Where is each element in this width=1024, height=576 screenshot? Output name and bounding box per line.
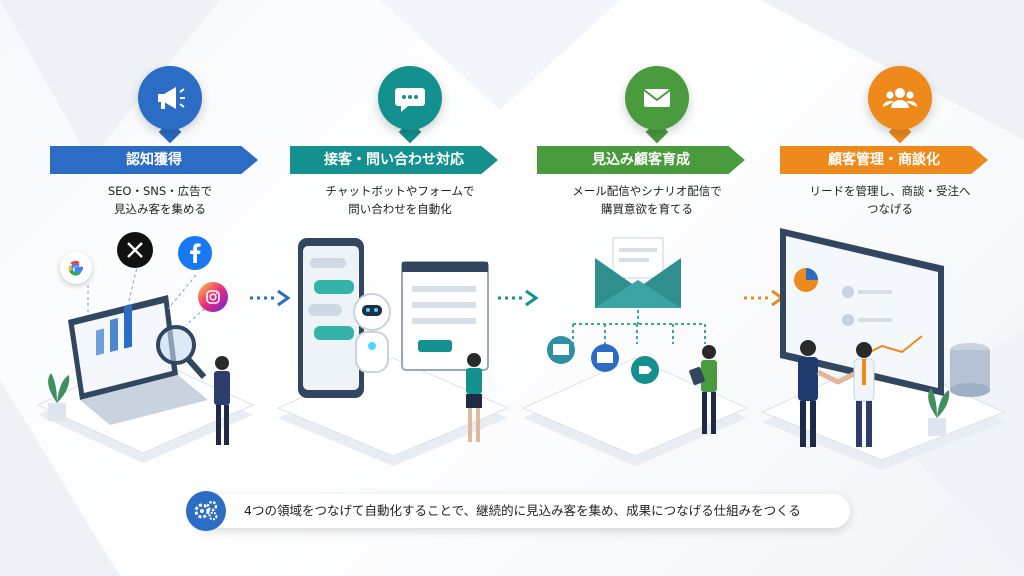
people-icon <box>868 66 932 130</box>
stage-title: 接客・問い合わせ対応 <box>290 146 498 174</box>
google-icon <box>60 252 92 284</box>
chat-bubble-icon <box>378 66 442 130</box>
stage-title: 見込み顧客育成 <box>537 146 745 174</box>
x-icon <box>117 232 153 268</box>
stage-title: 認知獲得 <box>50 146 258 174</box>
stage-title: 顧客管理・商談化 <box>780 146 988 174</box>
stage-customer-management: 顧客管理・商談化 リードを管理し、商談・受注へ つなげる <box>780 0 1020 480</box>
instagram-icon <box>198 282 228 312</box>
summary-text: 4つの領域をつなげて自動化することで、継続的に見込み客を集め、成果につなげる仕組… <box>244 503 801 518</box>
stage-description: メール配信やシナリオ配信で 購買意欲を育てる <box>572 184 722 216</box>
envelope-icon <box>625 66 689 130</box>
stage-description: チャットボットやフォームで 問い合わせを自動化 <box>325 184 475 216</box>
flow-arrow-2 <box>498 289 539 307</box>
crm-illustration <box>760 228 1006 470</box>
chatbot-illustration <box>276 238 510 466</box>
summary-banner: 4つの領域をつなげて自動化することで、継続的に見込み客を集め、成果につなげる仕組… <box>186 491 850 531</box>
email-nurturing-illustration <box>521 237 749 466</box>
awareness-illustration <box>36 262 255 463</box>
flow-arrow-1 <box>250 289 291 307</box>
gears-icon <box>186 491 226 531</box>
stage-lead-nurturing: 見込み顧客育成 メール配信やシナリオ配信で 購買意欲を育てる <box>537 0 777 480</box>
facebook-icon <box>178 236 212 270</box>
stage-customer-service: 接客・問い合わせ対応 チャットボットやフォームで 問い合わせを自動化 <box>290 0 530 480</box>
stage-description: SEO・SNS・広告で 見込み客を集める <box>107 184 213 216</box>
stage-awareness: 認知獲得 SEO・SNS・広告で 見込み客を集める <box>50 0 290 480</box>
stage-description: リードを管理し、商談・受注へ つなげる <box>809 184 971 216</box>
megaphone-icon <box>138 66 202 130</box>
